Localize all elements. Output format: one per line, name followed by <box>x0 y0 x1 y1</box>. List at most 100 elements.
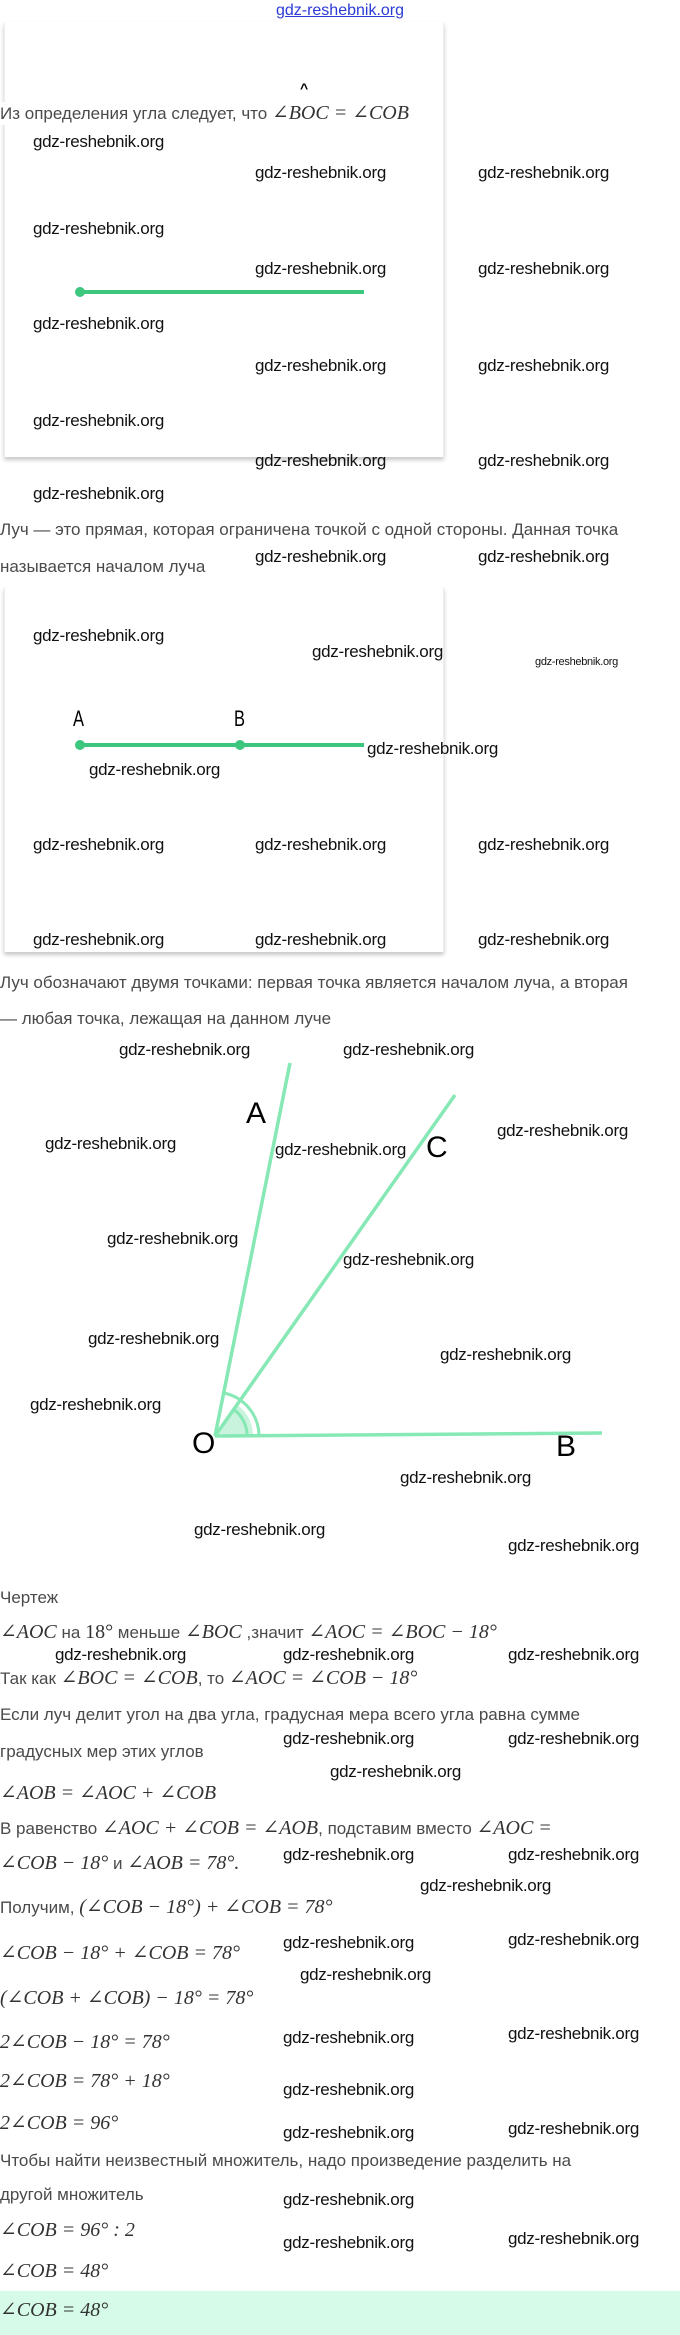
text-fragment: , подставим вместо <box>318 1819 477 1838</box>
text-line: ∠COB − 18° и ∠AOB = 78°. <box>0 1852 239 1875</box>
text-line: Так как ∠BOC = ∠COB, то ∠AOC = ∠COB − 18… <box>0 1667 417 1690</box>
figure-ray-ab-card <box>4 587 444 952</box>
math-expression: ∠AOB = 78°. <box>127 1852 240 1874</box>
watermark: gdz-reshebnik.org <box>255 259 386 278</box>
text-fragment: градусных мер этих углов <box>0 1742 204 1761</box>
watermark: gdz-reshebnik.org <box>45 1134 176 1153</box>
watermark: gdz-reshebnik.org <box>255 451 386 470</box>
math-expression: 2∠COB = 78° + 18° <box>0 2070 170 2092</box>
watermark: gdz-reshebnik.org <box>330 1762 461 1781</box>
watermark: gdz-reshebnik.org <box>478 451 609 470</box>
figure-ray-card <box>4 22 444 457</box>
text-line: ∠COB = 96° : 2 <box>0 2219 135 2242</box>
angle-fill <box>215 1404 254 1436</box>
text-line: градусных мер этих углов <box>0 1741 204 1763</box>
watermark: gdz-reshebnik.org <box>33 132 164 151</box>
text-line: называется началом луча <box>0 556 205 578</box>
watermark: gdz-reshebnik.org <box>478 259 609 278</box>
watermark: gdz-reshebnik.org <box>508 2229 639 2248</box>
watermark: gdz-reshebnik.org <box>283 1729 414 1748</box>
text-line: (∠COB + ∠COB) − 18° = 78° <box>0 1987 253 2010</box>
watermark: gdz-reshebnik.org <box>119 1040 250 1059</box>
text-fragment: ,значит <box>241 1623 309 1642</box>
text-line: другой множитель <box>0 2184 144 2206</box>
text-line: Луч — это прямая, которая ограничена точ… <box>0 519 618 541</box>
math-expression: ∠COB − 18° <box>0 1852 109 1874</box>
math-expression: ∠AOC = <box>476 1817 552 1839</box>
watermark: gdz-reshebnik.org <box>283 2123 414 2142</box>
watermark: gdz-reshebnik.org <box>283 1933 414 1952</box>
math-expression: ∠AOC = ∠BOC − 18° <box>308 1621 497 1643</box>
watermark: gdz-reshebnik.org <box>420 1876 551 1895</box>
text-fragment: и <box>108 1854 128 1873</box>
watermark: gdz-reshebnik.org <box>255 835 386 854</box>
site-header-link[interactable]: gdz-reshebnik.org <box>275 2 405 19</box>
label-point-a: A <box>73 706 85 731</box>
label-angle-point-b: B <box>556 1430 577 1463</box>
watermark: gdz-reshebnik.org <box>33 626 164 645</box>
watermark: gdz-reshebnik.org <box>255 930 386 949</box>
text-fragment: Если луч делит угол на два угла, градусн… <box>0 1705 580 1724</box>
math-expression: 2∠COB − 18° = 78° <box>0 2031 170 2053</box>
text-line: 2∠COB = 96° <box>0 2112 118 2135</box>
watermark: gdz-reshebnik.org <box>508 2119 639 2138</box>
text-line: Луч обозначают двумя точками: первая точ… <box>0 972 628 994</box>
math-expression: 18° <box>85 1621 114 1643</box>
text-line: 2∠COB = 78° + 18° <box>0 2070 170 2093</box>
watermark: gdz-reshebnik.org <box>33 484 164 503</box>
angle-arc-inner <box>232 1407 249 1437</box>
text-fragment: Чертеж <box>0 1588 59 1607</box>
ray-ob <box>214 1431 603 1438</box>
math-expression: ∠BOC = ∠COB <box>60 1667 198 1689</box>
math-expression: ∠AOC = ∠COB − 18° <box>228 1667 418 1689</box>
text-fragment: другой множитель <box>0 2185 144 2204</box>
text-line: ∠AOB = ∠AOC + ∠COB <box>0 1782 216 1805</box>
label-angle-point-a: A <box>246 1097 267 1130</box>
watermark: gdz-reshebnik.org <box>33 835 164 854</box>
watermark: gdz-reshebnik.org <box>194 1520 325 1539</box>
text-fragment: Луч обозначают двумя точками: первая точ… <box>0 973 628 992</box>
watermark: gdz-reshebnik.org <box>283 2028 414 2047</box>
watermark: gdz-reshebnik.org <box>343 1040 474 1059</box>
watermark: gdz-reshebnik.org <box>400 1468 531 1487</box>
text-fragment: Из определения угла следует, что <box>0 104 272 123</box>
watermark: gdz-reshebnik.org <box>478 547 609 566</box>
watermark: gdz-reshebnik.org <box>478 163 609 182</box>
watermark: gdz-reshebnik.org <box>283 2190 414 2209</box>
text-fragment: на <box>56 1623 86 1642</box>
text-line: ∠COB = 48° <box>0 2260 108 2283</box>
watermark: gdz-reshebnik.org <box>33 314 164 333</box>
text-line: В равенство ∠AOC + ∠COB = ∠AOB, подстави… <box>0 1817 552 1840</box>
watermark: gdz-reshebnik.org <box>535 656 618 668</box>
watermark: gdz-reshebnik.org <box>508 1645 639 1664</box>
text-fragment: Так как <box>0 1669 61 1688</box>
angle-arc-outer <box>223 1391 261 1437</box>
math-expression: ∠AOC <box>0 1621 57 1643</box>
watermark: gdz-reshebnik.org <box>300 1965 431 1984</box>
watermark: gdz-reshebnik.org <box>33 411 164 430</box>
watermark: gdz-reshebnik.org <box>440 1345 571 1364</box>
text-fragment: В равенство <box>0 1819 102 1838</box>
text-line: ∠COB − 18° + ∠COB = 78° <box>0 1942 240 1965</box>
watermark: gdz-reshebnik.org <box>255 356 386 375</box>
watermark: gdz-reshebnik.org <box>55 1645 186 1664</box>
math-expression: ∠COB = 96° : 2 <box>0 2219 135 2241</box>
text-fragment: называется началом луча <box>0 557 206 576</box>
watermark: gdz-reshebnik.org <box>508 1729 639 1748</box>
math-expression: 2∠COB = 96° <box>0 2112 119 2134</box>
watermark: gdz-reshebnik.org <box>33 930 164 949</box>
watermark: gdz-reshebnik.org <box>497 1121 628 1140</box>
math-expression: ∠COB = 48° <box>0 2260 109 2282</box>
text-line: Из определения угла следует, что ∠BOC = … <box>0 102 409 125</box>
watermark: gdz-reshebnik.org <box>312 642 443 661</box>
watermark: gdz-reshebnik.org <box>283 2233 414 2252</box>
answer-box <box>0 2291 680 2335</box>
math-expression: (∠COB − 18°) + ∠COB = 78° <box>79 1896 333 1918</box>
watermark: gdz-reshebnik.org <box>283 1845 414 1864</box>
text-fragment: Чтобы найти неизвестный множитель, надо … <box>0 2151 572 2170</box>
watermark: gdz-reshebnik.org <box>89 760 220 779</box>
caret-mark: ^ <box>300 80 309 96</box>
watermark: gdz-reshebnik.org <box>283 2080 414 2099</box>
label-angle-point-o: O <box>192 1427 216 1460</box>
text-line: 2∠COB − 18° = 78° <box>0 2031 170 2054</box>
